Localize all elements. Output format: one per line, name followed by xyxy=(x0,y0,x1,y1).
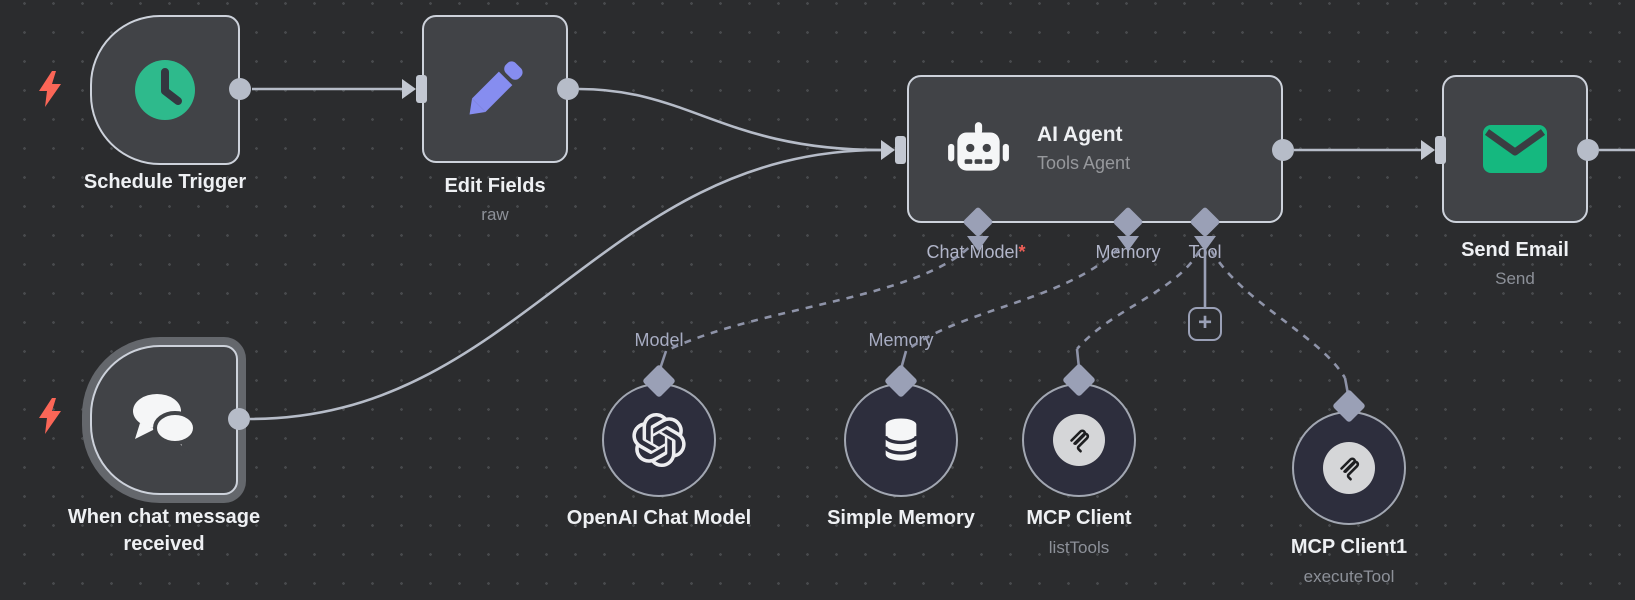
pencil-icon xyxy=(469,61,523,115)
openai-logo-icon xyxy=(632,413,686,467)
node-label-mcp-client1: MCP Client1 xyxy=(1290,536,1408,558)
ai-agent-content: AI Agent Tools Agent xyxy=(907,75,1283,223)
ai-agent-title: AI Agent xyxy=(1037,123,1123,146)
chat-bubbles-icon xyxy=(133,394,197,453)
add-tool-button[interactable]: + xyxy=(1188,307,1222,341)
node-label-send-email: Send Email xyxy=(1461,239,1569,261)
node-send-email[interactable] xyxy=(1442,75,1588,223)
agent-port-label-tool: Tool xyxy=(1188,242,1222,262)
node-simple-memory[interactable] xyxy=(844,383,958,497)
node-label-edit-fields: Edit Fields xyxy=(444,175,546,197)
node-label-simple-memory: Simple Memory xyxy=(827,507,975,529)
input-arrow-edit-fields xyxy=(402,79,416,99)
stem-simple-memory xyxy=(899,350,908,370)
node-sublabel-mcp-client: listTools xyxy=(1048,538,1110,557)
node-sublabel-edit-fields: raw xyxy=(481,205,509,224)
input-arrow-ai-agent xyxy=(881,140,895,160)
node-schedule-trigger[interactable] xyxy=(90,15,240,165)
mcp-logo-icon xyxy=(1070,429,1090,453)
node-openai-chat-model[interactable] xyxy=(602,383,716,497)
node-sublabel-send-email: Send xyxy=(1495,269,1535,288)
endpoint-label-memory: Memory xyxy=(868,330,934,350)
lightning-bolt-icon xyxy=(39,71,61,107)
stem-mcp-client1 xyxy=(1343,377,1350,395)
node-edit-fields[interactable] xyxy=(422,15,568,163)
envelope-icon xyxy=(1483,125,1547,173)
node-label-chat-trigger: When chat message received xyxy=(67,506,261,555)
node-label-mcp-client: MCP Client xyxy=(1026,507,1132,529)
robot-icon xyxy=(948,122,1009,171)
node-label-schedule-trigger: Schedule Trigger xyxy=(83,171,247,193)
node-mcp-client1[interactable] xyxy=(1292,411,1406,525)
connection-editfields-to-agent[interactable] xyxy=(578,87,882,152)
stem-openai xyxy=(658,350,668,370)
stem-mcp-client xyxy=(1075,348,1081,369)
lightning-bolt-icon xyxy=(39,398,61,434)
database-icon xyxy=(883,418,919,461)
node-sublabel-mcp-client1: executeTool xyxy=(1303,567,1395,586)
input-arrow-send-email xyxy=(1421,140,1435,160)
mcp-logo-badge xyxy=(1323,442,1375,494)
endpoint-label-model: Model xyxy=(634,330,684,350)
node-mcp-client[interactable] xyxy=(1022,383,1136,497)
node-chat-trigger[interactable] xyxy=(90,345,238,495)
required-asterisk: * xyxy=(1018,242,1026,262)
node-label-openai-chat-model: OpenAI Chat Model xyxy=(566,507,752,529)
chat-model-label-text: Chat Model xyxy=(926,242,1019,262)
input-port-ai-agent[interactable] xyxy=(895,136,906,164)
ai-agent-subtitle: Tools Agent xyxy=(1037,153,1131,173)
mcp-logo-badge xyxy=(1053,414,1105,466)
mcp-logo-icon xyxy=(1340,457,1360,481)
clock-icon xyxy=(135,60,195,120)
